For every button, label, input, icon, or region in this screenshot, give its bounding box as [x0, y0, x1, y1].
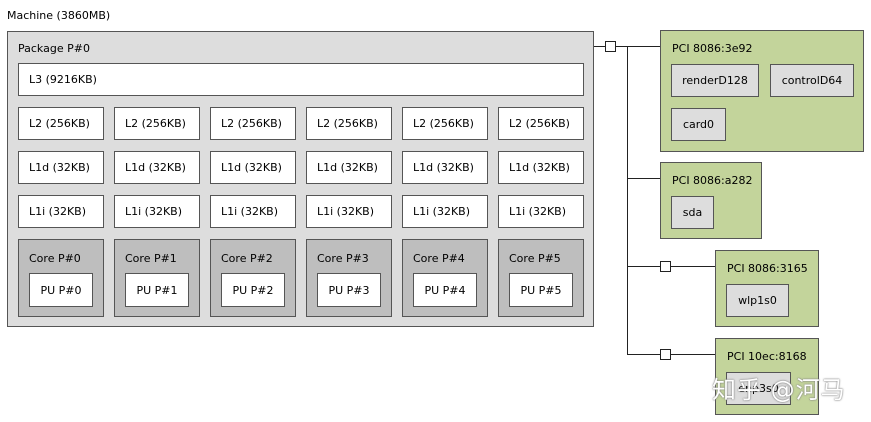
pci-device: PCI 8086:a282 sda [660, 162, 762, 239]
pci-label: PCI 8086:3e92 [672, 42, 753, 55]
core: Core P#2 PU P#2 [210, 239, 296, 317]
core: Core P#3 PU P#3 [306, 239, 392, 317]
l1i-cache: L1i (32KB) [498, 195, 584, 228]
os-device: controlD64 [770, 64, 854, 97]
pci-device: PCI 8086:3e92 renderD128 controlD64 card… [660, 30, 864, 152]
l2-cache: L2 (256KB) [18, 107, 104, 140]
host-bridge-icon [605, 41, 616, 52]
l2-cache: L2 (256KB) [210, 107, 296, 140]
pci-bridge-icon [660, 261, 671, 272]
pu: PU P#4 [413, 273, 477, 307]
core: Core P#5 PU P#5 [498, 239, 584, 317]
core-label: Core P#5 [509, 252, 561, 265]
l1d-cache: L1d (32KB) [402, 151, 488, 184]
pci-label: PCI 8086:a282 [672, 174, 753, 187]
connector-line [594, 46, 606, 47]
core: Core P#4 PU P#4 [402, 239, 488, 317]
connector-line [627, 354, 661, 355]
pu: PU P#2 [221, 273, 285, 307]
pci-device: PCI 8086:3165 wlp1s0 [715, 250, 819, 327]
l1d-cache: L1d (32KB) [210, 151, 296, 184]
package: Package P#0 L3 (9216KB) L2 (256KB) L2 (2… [7, 31, 594, 327]
l1d-cache: L1d (32KB) [306, 151, 392, 184]
core-label: Core P#2 [221, 252, 273, 265]
pci-bridge-icon [660, 349, 671, 360]
pu: PU P#0 [29, 273, 93, 307]
l1i-cache: L1i (32KB) [306, 195, 392, 228]
l2-cache: L2 (256KB) [306, 107, 392, 140]
connector-line [627, 266, 661, 267]
os-device: sda [671, 196, 714, 229]
watermark: 知乎 @河马 [712, 376, 846, 404]
os-device: enp3s0 [726, 372, 791, 405]
core: Core P#1 PU P#1 [114, 239, 200, 317]
l1i-cache: L1i (32KB) [114, 195, 200, 228]
os-device: renderD128 [671, 64, 759, 97]
connector-line [627, 178, 660, 179]
l2-cache: L2 (256KB) [402, 107, 488, 140]
l1i-cache: L1i (32KB) [210, 195, 296, 228]
connector-line [616, 46, 660, 47]
connector-bus [627, 46, 628, 354]
machine-label: Machine (3860MB) [7, 9, 111, 22]
pci-label: PCI 10ec:8168 [727, 350, 807, 363]
l1d-cache: L1d (32KB) [18, 151, 104, 184]
pci-label: PCI 8086:3165 [727, 262, 808, 275]
l1i-cache: L1i (32KB) [402, 195, 488, 228]
connector-line [671, 266, 715, 267]
pu: PU P#3 [317, 273, 381, 307]
core-label: Core P#4 [413, 252, 465, 265]
l2-cache: L2 (256KB) [114, 107, 200, 140]
l3-cache: L3 (9216KB) [18, 63, 584, 96]
os-device: card0 [671, 108, 726, 141]
connector-line [671, 354, 715, 355]
core-label: Core P#0 [29, 252, 81, 265]
l2-cache: L2 (256KB) [498, 107, 584, 140]
pu: PU P#1 [125, 273, 189, 307]
l1d-cache: L1d (32KB) [114, 151, 200, 184]
l1i-cache: L1i (32KB) [18, 195, 104, 228]
package-label: Package P#0 [18, 42, 90, 55]
core-label: Core P#1 [125, 252, 177, 265]
core-label: Core P#3 [317, 252, 369, 265]
pci-device: PCI 10ec:8168 enp3s0 [715, 338, 819, 415]
l1d-cache: L1d (32KB) [498, 151, 584, 184]
pu: PU P#5 [509, 273, 573, 307]
os-device: wlp1s0 [726, 284, 789, 317]
core: Core P#0 PU P#0 [18, 239, 104, 317]
